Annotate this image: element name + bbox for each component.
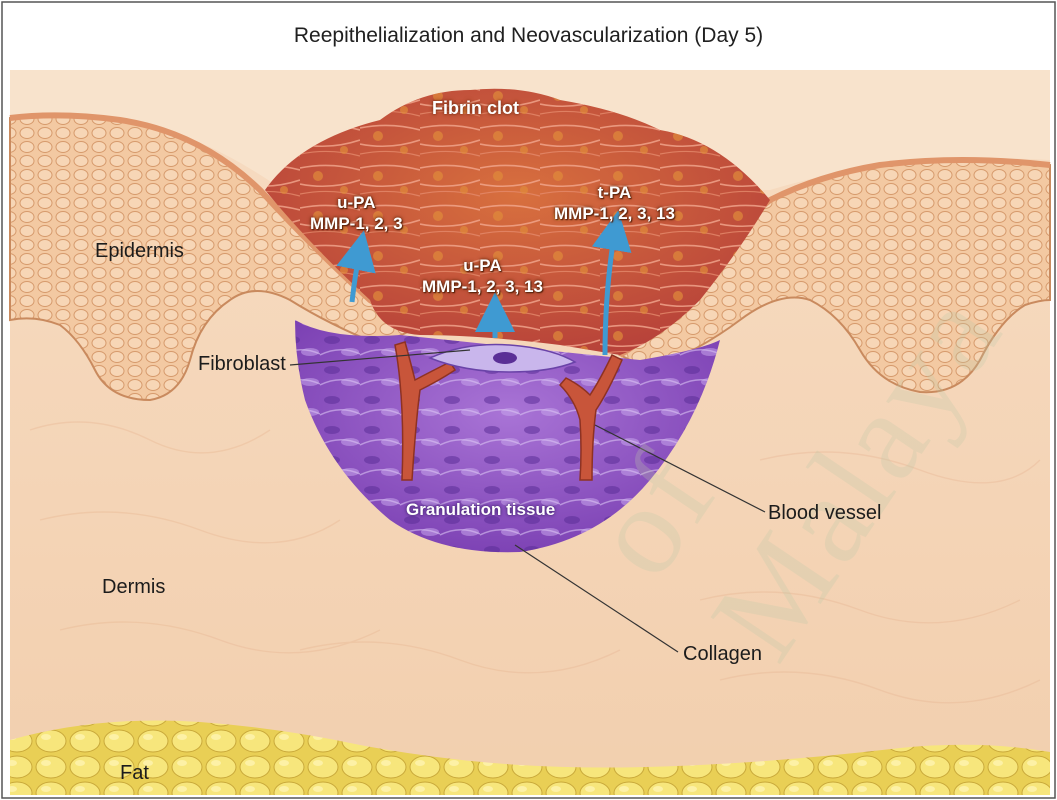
- blood-vessel-label: Blood vessel: [768, 502, 881, 525]
- epidermis-label: Epidermis: [95, 240, 184, 263]
- center-enzyme-line1: u-PA: [422, 255, 543, 276]
- right-enzyme-line2: MMP-1, 2, 3, 13: [554, 203, 675, 224]
- center-enzyme-label: u-PA MMP-1, 2, 3, 13: [422, 255, 543, 297]
- fibroblast-label: Fibroblast: [198, 353, 286, 376]
- fibrin-clot-label: Fibrin clot: [432, 98, 519, 119]
- dermis-label: Dermis: [102, 576, 165, 599]
- right-enzyme-line1: t-PA: [554, 182, 675, 203]
- granulation-tissue-label: Granulation tissue: [406, 500, 555, 520]
- left-enzyme-line1: u-PA: [310, 192, 403, 213]
- fat-label: Fat: [120, 762, 149, 785]
- center-enzyme-line2: MMP-1, 2, 3, 13: [422, 276, 543, 297]
- collagen-label: Collagen: [683, 643, 762, 666]
- left-enzyme-label: u-PA MMP-1, 2, 3: [310, 192, 403, 234]
- right-enzyme-label: t-PA MMP-1, 2, 3, 13: [554, 182, 675, 224]
- left-enzyme-line2: MMP-1, 2, 3: [310, 213, 403, 234]
- diagram-title: Reepithelialization and Neovascularizati…: [0, 24, 1057, 48]
